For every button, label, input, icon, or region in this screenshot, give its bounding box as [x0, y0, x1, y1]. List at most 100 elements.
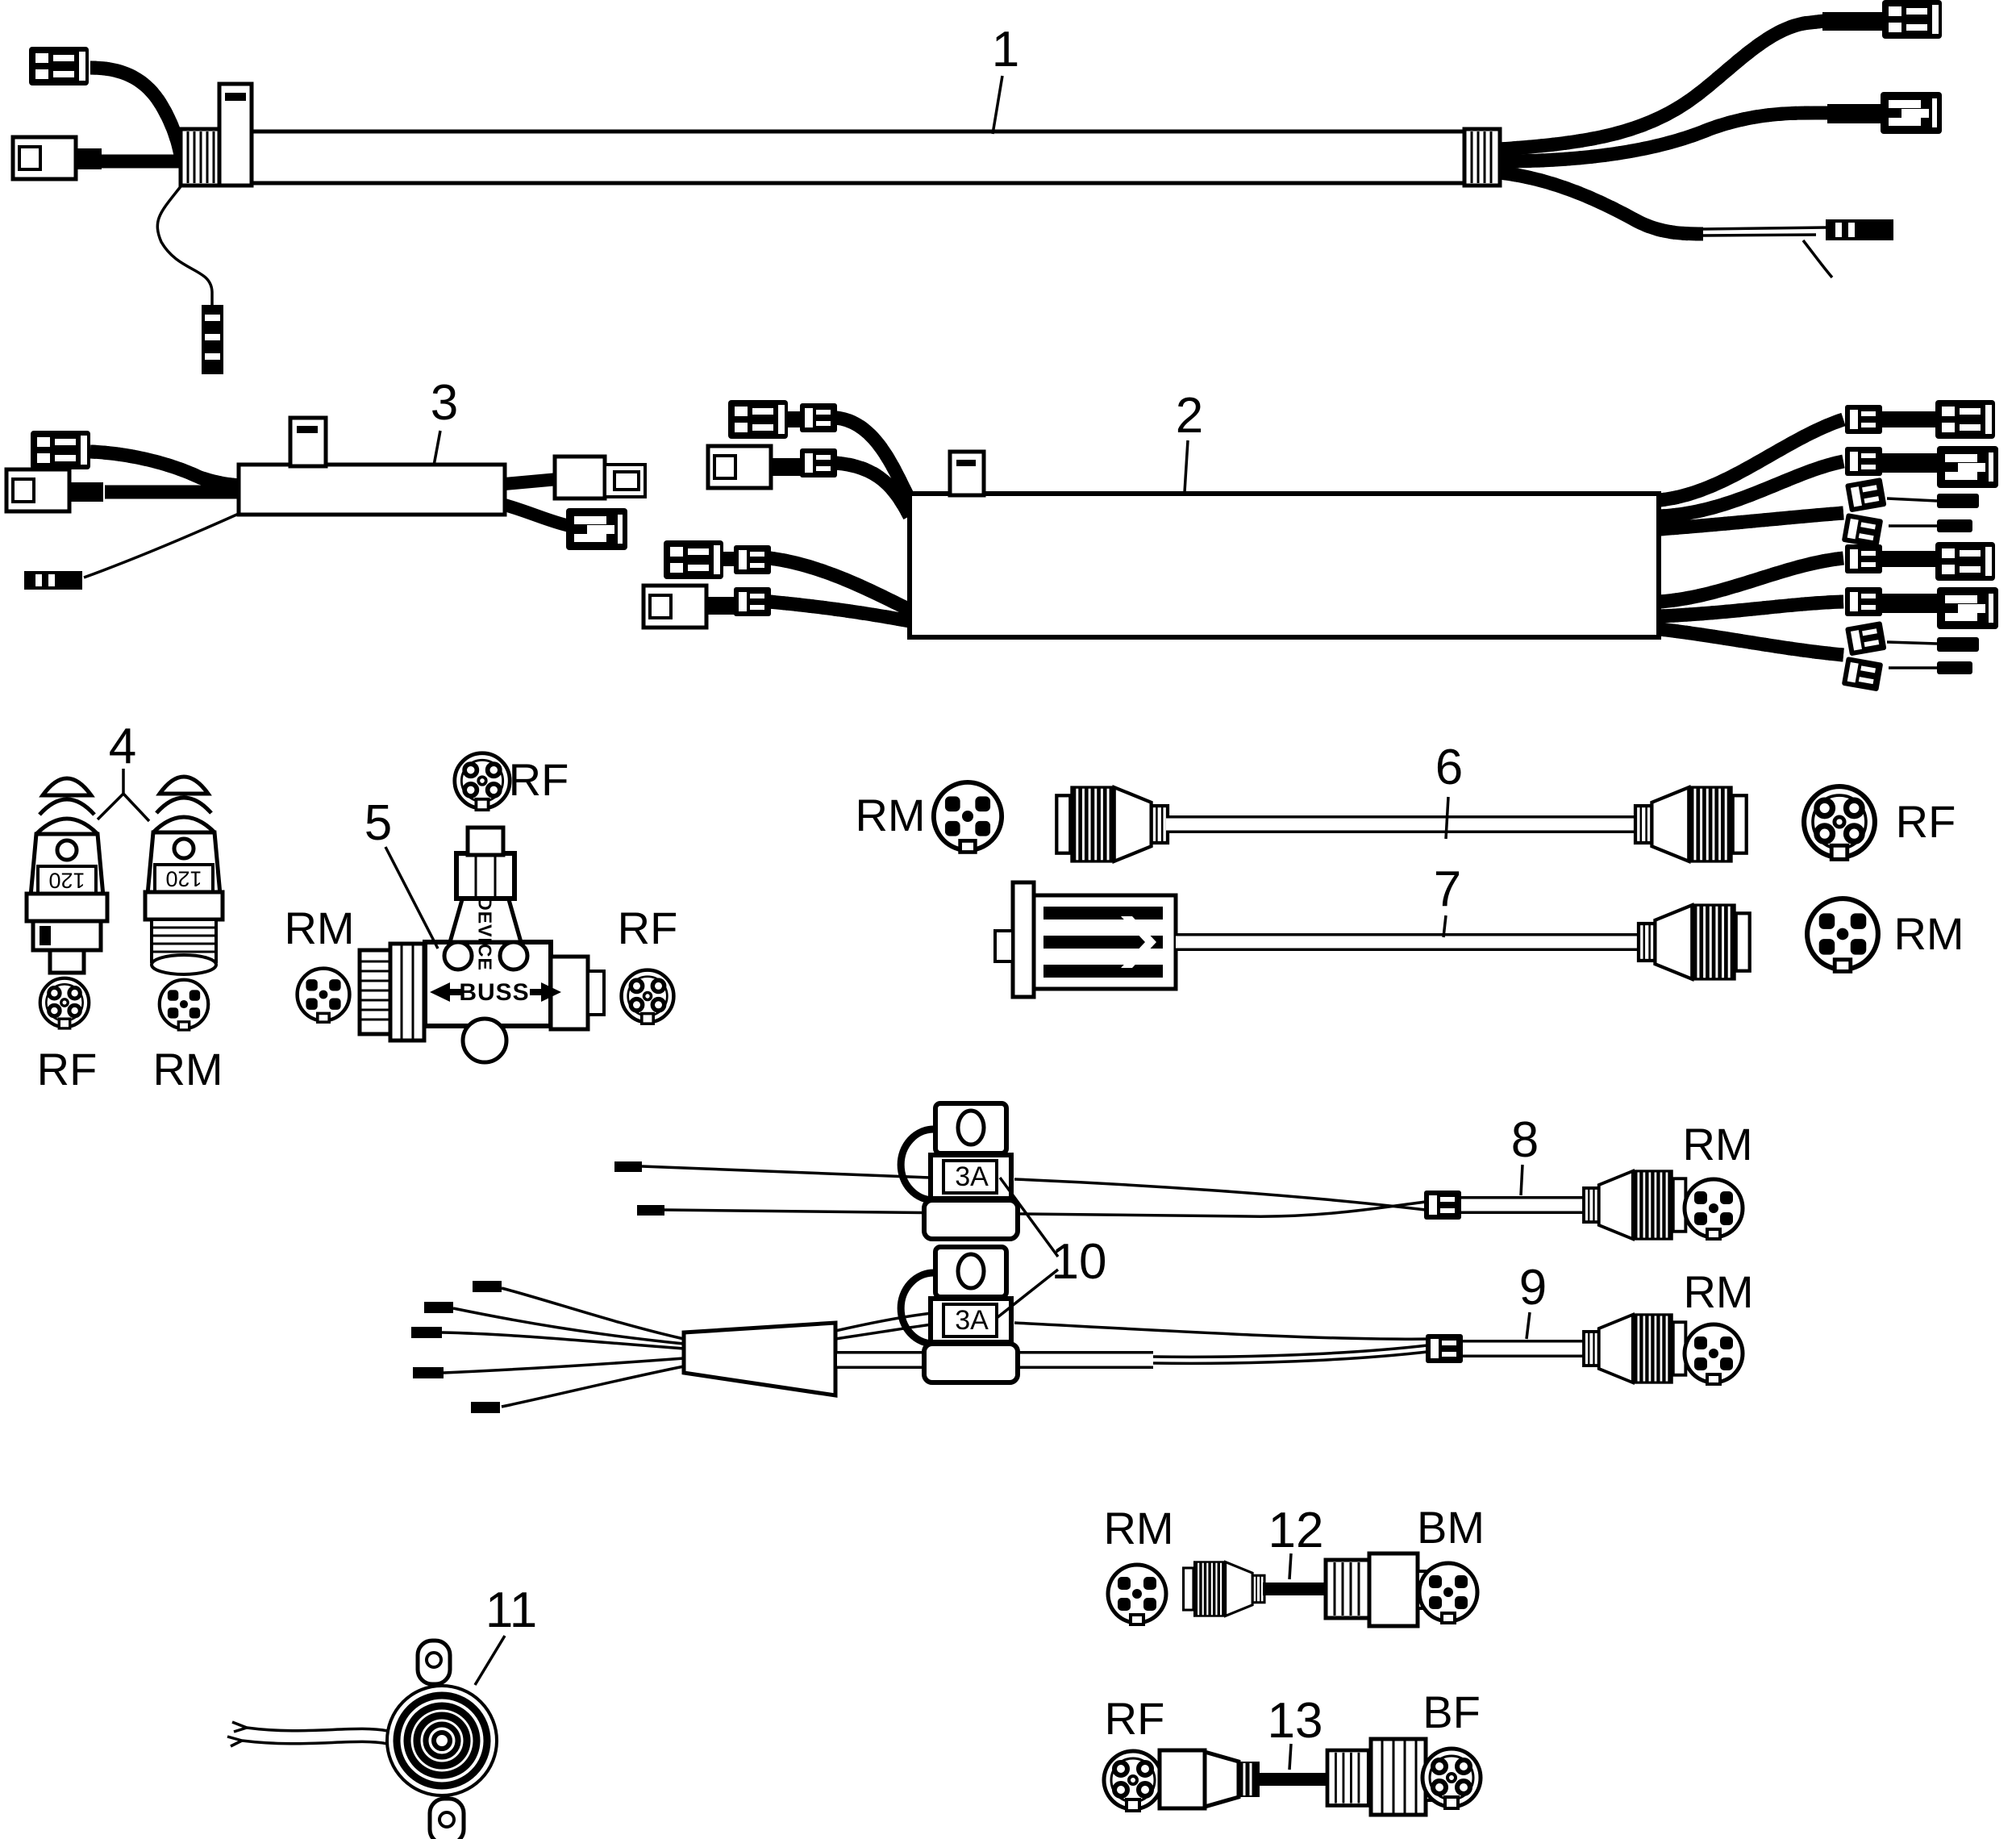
cable9-boot [681, 1320, 838, 1398]
connector-face-icon-rf [455, 753, 510, 810]
wire-terminal [471, 1402, 500, 1413]
cable12-left-connector [1182, 1559, 1266, 1619]
cable13-right-connector [1368, 1737, 1428, 1817]
connector-face-icon-bf [1422, 1749, 1481, 1808]
face-label-item6-left-rm: RM [855, 790, 926, 840]
harness1-right-terminal [1826, 219, 1893, 240]
connector-face-icon-rf [1104, 1751, 1162, 1811]
face-label-item9-rm: RM [1683, 1266, 1754, 1317]
item-7-adapter-cable [993, 880, 1878, 999]
connector-face-icon-rf [622, 970, 674, 1024]
face-label-item8-rm: RM [1682, 1119, 1753, 1170]
item-1-main-harness [13, 0, 1942, 374]
face-label-item4-rf: RF [36, 1044, 98, 1095]
harness3-right-connector-top [552, 454, 647, 501]
harness2-bullet-terminal [1937, 637, 1979, 652]
cable8-right-connector [1582, 1168, 1688, 1242]
harness1-label-tag [217, 81, 254, 188]
cable13-left-connector [1157, 1748, 1207, 1811]
callout-number-13: 13 [1267, 1693, 1323, 1749]
terminator-female [24, 776, 110, 975]
callout-number-3: 3 [430, 375, 459, 431]
face-label-item6-right-rf: RF [1895, 796, 1956, 847]
harness2-bullet-terminal [1937, 661, 1972, 674]
harness2-left-connector-1 [728, 400, 788, 439]
harness1-right-connector-a [1882, 0, 1942, 39]
item-10-fuse-holders [901, 1103, 1018, 1382]
connector-face-icon-rm [160, 980, 208, 1030]
callout-number-4: 4 [108, 719, 137, 774]
harness2-right-connector-3 [1935, 542, 1995, 581]
harness3-left-connector-b [6, 469, 69, 511]
face-label-item12-b­m: BM [1417, 1502, 1485, 1553]
wire-terminal [411, 1327, 442, 1338]
wire-terminal [424, 1302, 453, 1313]
harness3-right-connector-bottom [566, 508, 627, 550]
wire-terminal [413, 1367, 444, 1378]
harness2-left-connector-4 [644, 586, 706, 628]
item-12-adapter-cable [1108, 1551, 1477, 1628]
item-5-t-connector [298, 753, 674, 1065]
connector-face-icon-rf [40, 978, 89, 1028]
harness2-label-tag [948, 449, 986, 498]
face-label-item13-rf: RF [1104, 1693, 1165, 1744]
harness2-right-connector-2 [1937, 446, 1998, 488]
item-3-extension-harness [6, 415, 647, 590]
face-label-item7-right-rm: RM [1893, 908, 1964, 959]
face-label-item4-rm: RM [152, 1044, 223, 1095]
harness3-left-connector-a [31, 431, 90, 469]
harness3-label-tag [288, 415, 328, 469]
callout-number-5: 5 [364, 795, 393, 851]
harness2-left-connector-2 [708, 446, 771, 488]
face-label-item5-top-rf: RF [508, 754, 569, 805]
callout-number-10: 10 [1051, 1234, 1107, 1290]
harness1-drop-terminal [202, 305, 223, 374]
cable9-right-connector [1582, 1311, 1688, 1386]
callout-number-1: 1 [991, 22, 1020, 77]
terminator-value-left: 120 [48, 868, 85, 893]
wire-terminal [614, 1161, 642, 1172]
harness2-bullet-terminal [1937, 494, 1979, 508]
cable12-right-connector [1367, 1551, 1420, 1628]
connector-face-icon-rm [934, 782, 1002, 853]
callout-number-8: 8 [1510, 1112, 1539, 1168]
callout-leaders [96, 75, 1531, 1770]
cable6-right-connector [1635, 786, 1747, 862]
tconn-top-port [465, 825, 506, 857]
harness3-body [236, 462, 507, 517]
item-8-power-cable [614, 1161, 1743, 1242]
tconn-left-thread [357, 948, 393, 1036]
item-4-terminators [24, 774, 225, 1030]
connector-face-icon-rm [298, 969, 350, 1023]
callout-number-11: 11 [485, 1583, 538, 1638]
harness2-right-connector-1 [1935, 400, 1995, 439]
callout-number-2: 2 [1175, 388, 1204, 444]
cable7-left-flange [1010, 880, 1036, 999]
wire-terminal [637, 1205, 664, 1216]
connector-face-icon-rm [1685, 1179, 1743, 1239]
harness1-left-connector-b [13, 137, 76, 179]
tconn-device-label: DEVICE [474, 897, 496, 971]
harness1-left-connector-a [29, 47, 89, 85]
cable7-right-connector [1639, 903, 1750, 980]
harness2-body [907, 491, 1661, 640]
harness2-left-connector-3 [664, 540, 723, 579]
face-label-item5-left-rm: RM [284, 903, 355, 953]
item-9-power-cable-bare-wires [411, 1281, 1743, 1413]
connector-face-icon-rf [1804, 786, 1875, 859]
face-label-item5-right-rf: RF [617, 903, 678, 953]
face-label-item13-bf: BF [1422, 1687, 1481, 1737]
callout-number-12: 12 [1268, 1503, 1324, 1558]
callout-number-9: 9 [1518, 1260, 1547, 1316]
terminator-male [143, 774, 225, 976]
callout-number-7: 7 [1433, 861, 1462, 917]
fuse-rating-item9: 3A [955, 1305, 989, 1336]
harness2-right-connector-4 [1937, 587, 1998, 629]
harness1-right-connector-b [1881, 92, 1942, 134]
item-11-warning-buzzer [227, 1638, 498, 1839]
callout-number-6: 6 [1435, 740, 1464, 795]
harness1-sleeve-tube [215, 129, 1467, 186]
connector-face-icon-rm [1807, 899, 1878, 971]
